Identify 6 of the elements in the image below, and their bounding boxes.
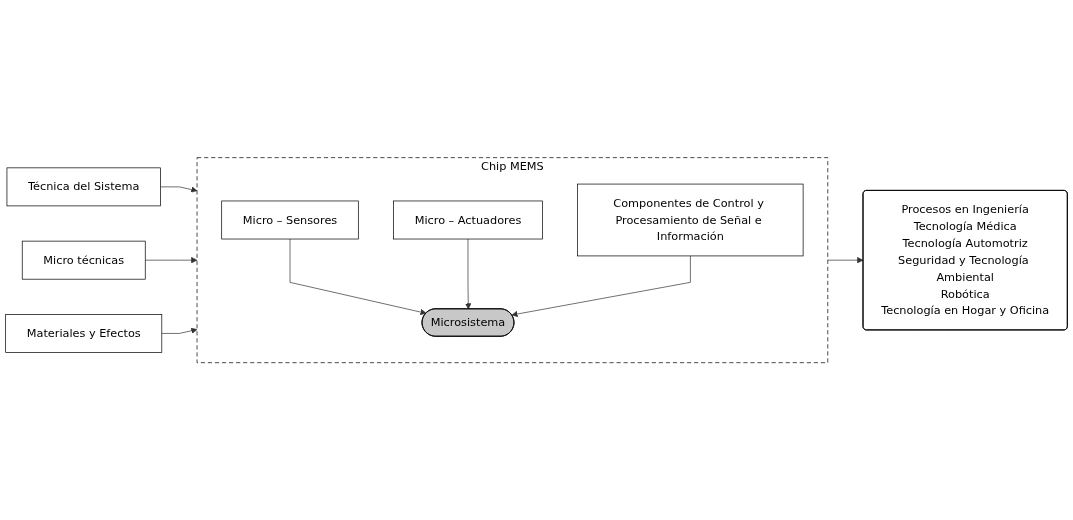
node-box: Técnica del Sistema [6, 167, 161, 207]
node-box: Micro técnicas [21, 240, 146, 280]
node-box: Micro – Actuadores [393, 200, 543, 240]
node-box: Micro – Sensores [221, 200, 359, 240]
node-box: Materiales y Efectos [5, 313, 163, 353]
node-box: Componentes de Control y Procesamiento de Señal e Información [577, 183, 804, 257]
